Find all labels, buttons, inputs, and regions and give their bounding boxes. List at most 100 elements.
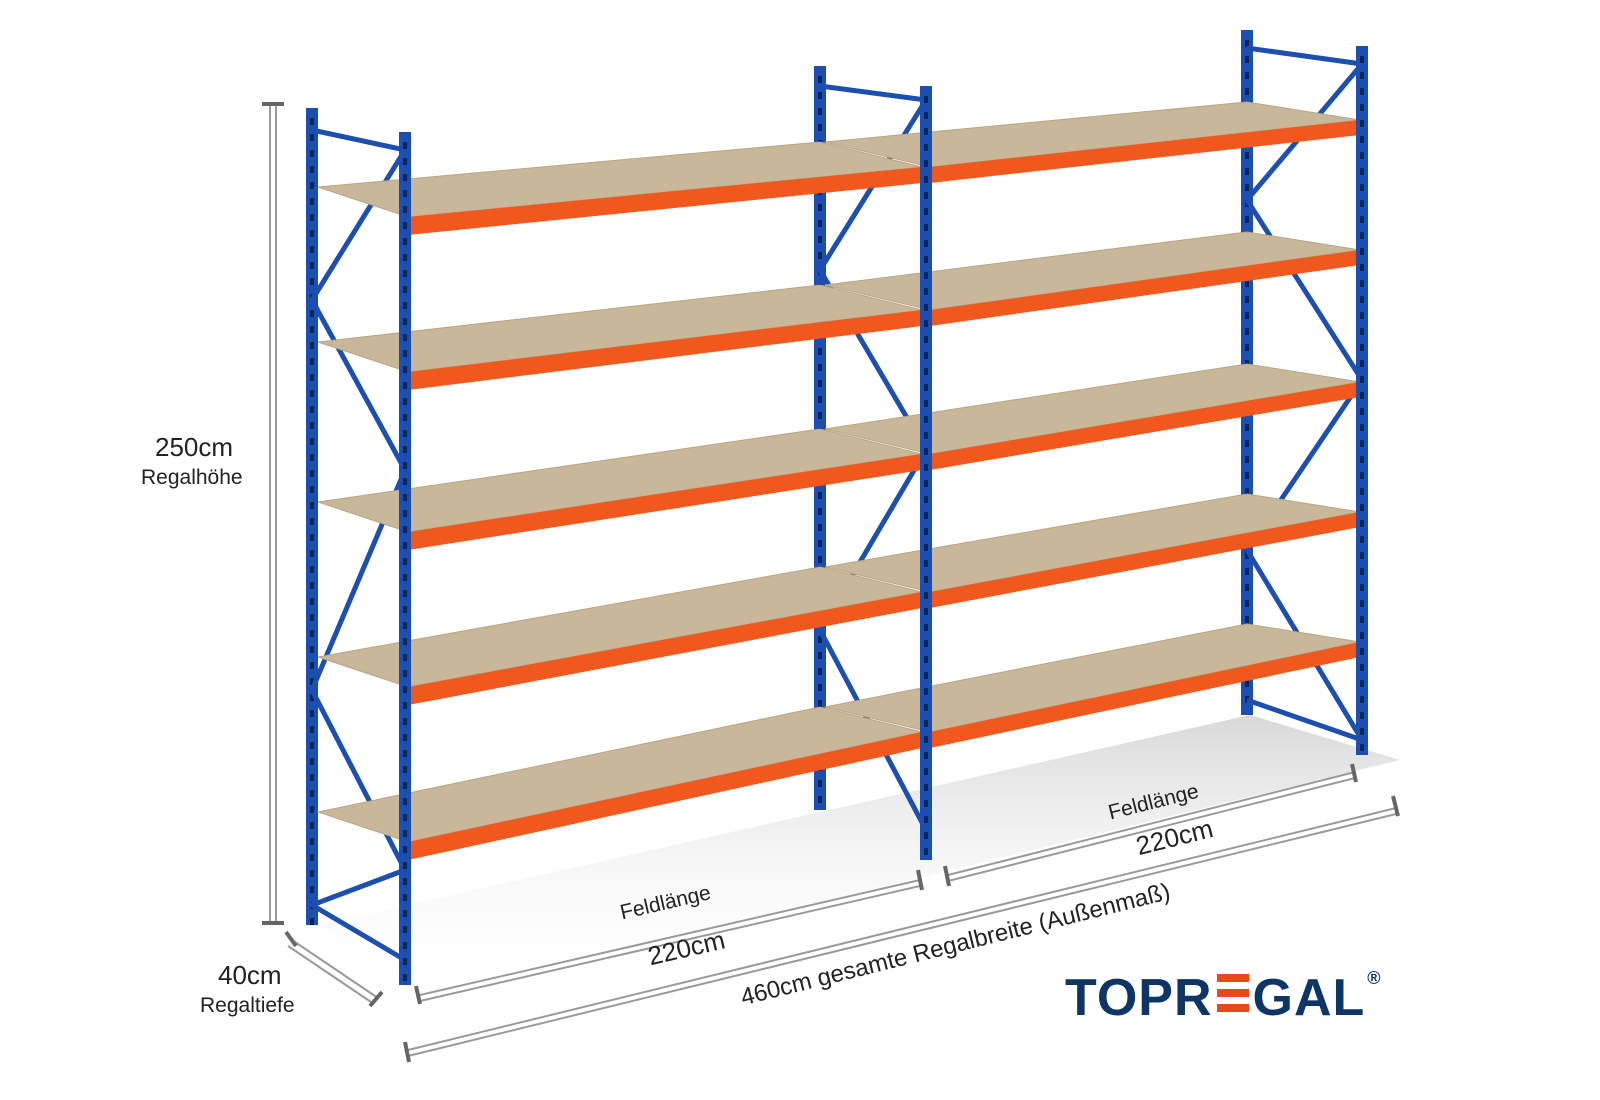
upright-hole (818, 652, 822, 659)
upright-hole (310, 758, 314, 765)
upright-hole (818, 76, 822, 83)
upright-hole (310, 118, 314, 125)
upright-hole (1245, 440, 1249, 447)
upright-hole (1245, 456, 1249, 463)
upright-hole (1360, 600, 1364, 607)
upright-hole (403, 334, 407, 341)
upright-hole (924, 576, 928, 583)
upright-hole (403, 622, 407, 629)
upright-hole (818, 700, 822, 707)
upright-hole (310, 598, 314, 605)
upright-hole (818, 348, 822, 355)
upright-hole (924, 720, 928, 727)
upright-hole (403, 766, 407, 773)
logo-e-stripes (1216, 974, 1249, 1012)
upright-hole (403, 974, 407, 981)
upright-hole (924, 528, 928, 535)
upright-hole (1360, 568, 1364, 575)
upright-hole (310, 390, 314, 397)
upright-hole (403, 174, 407, 181)
upright-hole (924, 496, 928, 503)
upright-hole (924, 160, 928, 167)
upright-hole (310, 694, 314, 701)
upright-hole (403, 814, 407, 821)
upright-hole (1360, 392, 1364, 399)
upright-hole (818, 412, 822, 419)
upright-hole (924, 560, 928, 567)
logo-text-end: GAL (1252, 969, 1366, 1027)
upright-hole (1245, 488, 1249, 495)
upright-hole (1360, 216, 1364, 223)
upright-hole (1360, 72, 1364, 79)
upright-hole (818, 108, 822, 115)
upright-hole (310, 470, 314, 477)
upright-hole (310, 182, 314, 189)
upright-hole (403, 878, 407, 885)
upright-hole (818, 540, 822, 547)
upright-hole (310, 518, 314, 525)
beam-right-3 (930, 382, 1360, 470)
upright-hole (1360, 248, 1364, 255)
upright-hole (924, 368, 928, 375)
upright-hole (1360, 136, 1364, 143)
upright-hole (310, 678, 314, 685)
upright-hole (924, 608, 928, 615)
upright-back-left (306, 108, 318, 925)
beam-right-1 (930, 120, 1360, 183)
upright-hole (403, 654, 407, 661)
upright-hole (924, 112, 928, 119)
upright-hole (1245, 552, 1249, 559)
upright-hole (1245, 72, 1249, 79)
upright-hole (403, 350, 407, 357)
upright-hole (310, 198, 314, 205)
upright-hole (310, 662, 314, 669)
height-value: 250cm (155, 432, 234, 462)
upright-hole (1360, 264, 1364, 271)
upright-hole (924, 272, 928, 279)
upright-hole (1360, 360, 1364, 367)
upright-hole (1245, 600, 1249, 607)
upright-hole (818, 668, 822, 675)
upright-hole (1360, 696, 1364, 703)
depth-label: Regaltiefe (200, 994, 295, 1017)
upright-hole (403, 734, 407, 741)
upright-hole (310, 790, 314, 797)
upright-hole (924, 192, 928, 199)
upright-hole (310, 502, 314, 509)
upright-hole (924, 832, 928, 839)
upright-hole (1360, 104, 1364, 111)
dimension-lines (262, 102, 1400, 1063)
upright-hole (1245, 680, 1249, 687)
upright-hole (1245, 216, 1249, 223)
upright-hole (818, 524, 822, 531)
upright-hole (403, 254, 407, 261)
upright-hole (1360, 88, 1364, 95)
upright-hole (403, 206, 407, 213)
upright-hole (403, 478, 407, 485)
upright-hole (818, 684, 822, 691)
beam-left-4 (408, 592, 922, 705)
upright-hole (403, 430, 407, 437)
upright-hole (924, 320, 928, 327)
upright-hole (818, 396, 822, 403)
upright-hole (403, 494, 407, 501)
upright-hole (310, 406, 314, 413)
upright-hole (924, 624, 928, 631)
upright-hole (403, 942, 407, 949)
upright-hole (924, 688, 928, 695)
upright-hole (1360, 536, 1364, 543)
upright-hole (1360, 376, 1364, 383)
upright-hole (403, 702, 407, 709)
upright-hole (1360, 616, 1364, 623)
upright-hole (403, 862, 407, 869)
upright-hole (403, 158, 407, 165)
upright-hole (403, 366, 407, 373)
upright-hole (1360, 296, 1364, 303)
upright-hole (1360, 472, 1364, 479)
upright-front-right (1356, 46, 1368, 755)
upright-hole (403, 574, 407, 581)
shelf-boards (316, 101, 1361, 843)
upright-hole (310, 534, 314, 541)
upright-hole (1245, 312, 1249, 319)
upright-hole (310, 150, 314, 157)
